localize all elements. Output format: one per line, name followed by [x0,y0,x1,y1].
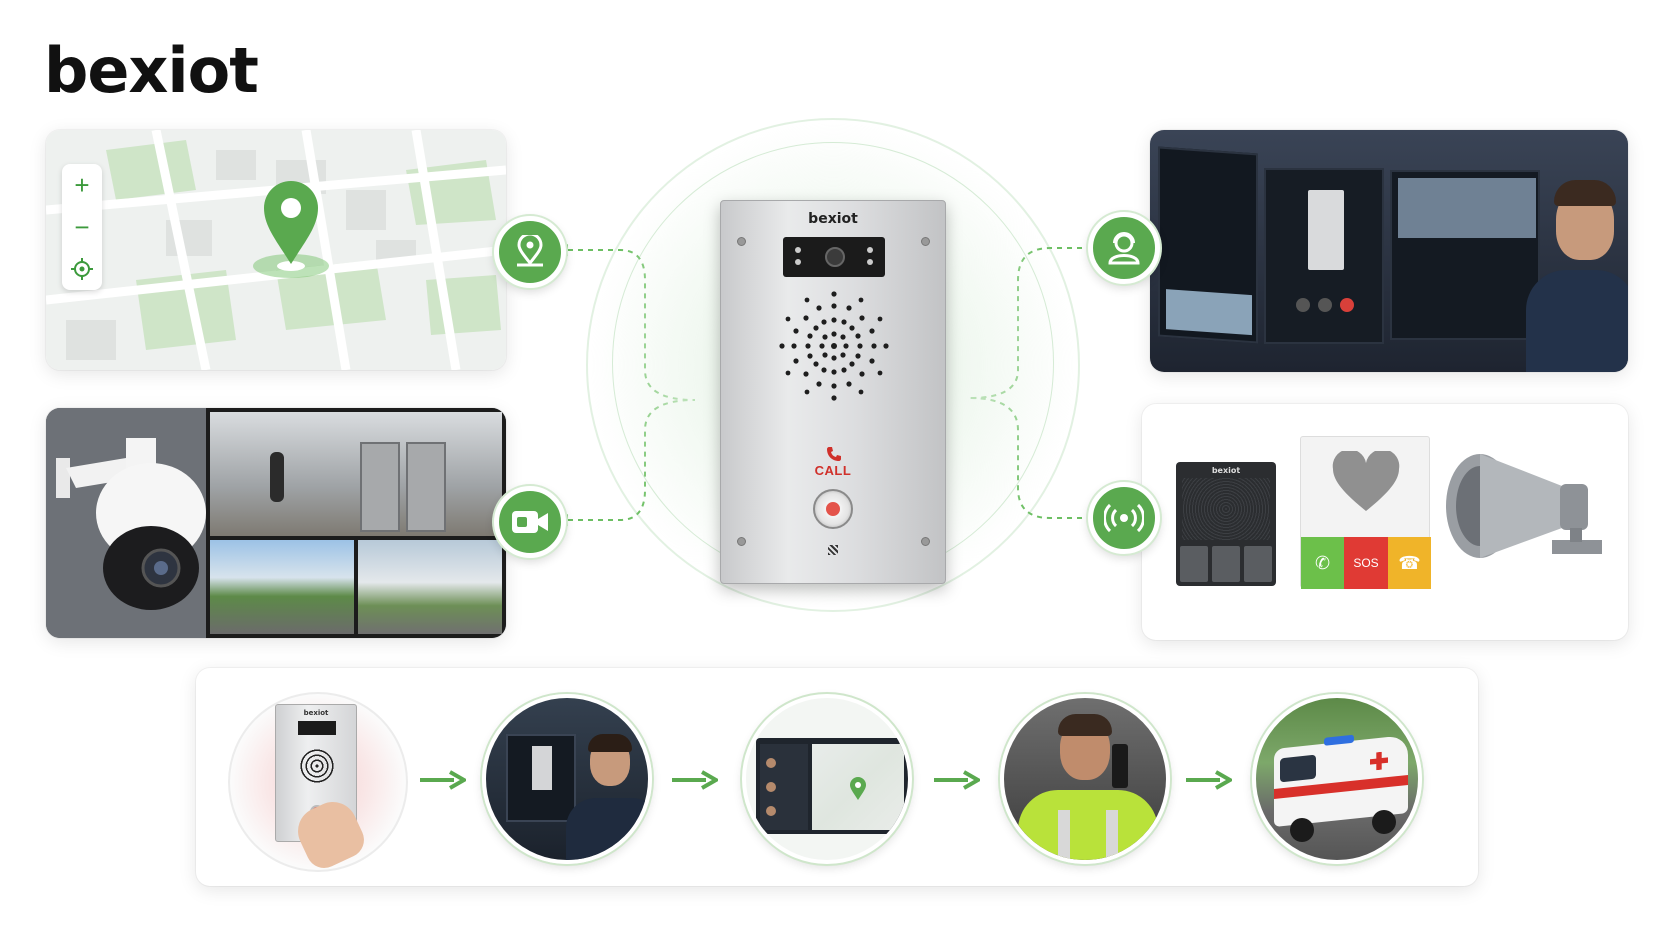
device-brand: bexiot [808,211,858,227]
locate-me-button[interactable] [62,248,102,290]
emergency-intercom-device: bexiot CALL [720,200,946,584]
flow-device-brand: bexiot [303,709,329,717]
flow-map-pin-icon [850,777,866,800]
flow-step-press-call: bexiot [230,694,406,870]
sos-button[interactable]: SOS [1344,537,1388,589]
hi-vis-vest [1018,790,1158,860]
bell-button[interactable] [1212,546,1240,582]
phone-icon [827,447,841,461]
alarm-devices-card: bexiot ✆ SOS ☎ [1142,404,1628,640]
location-pin-icon [517,235,543,267]
video-wall [206,408,506,638]
flow-arrow-3 [934,770,980,790]
broadcast-node[interactable] [1088,482,1160,554]
crosshair-icon [71,258,93,280]
screw [921,237,930,246]
video-feed-corridor [210,412,502,536]
ptz-camera-icon [56,438,206,610]
video-feed-parking [210,540,354,634]
flow-arrow-1 [420,770,466,790]
zoom-in-button[interactable]: + [74,170,90,200]
zoom-out-button[interactable]: − [74,212,90,242]
answer-button[interactable]: ✆ [1301,537,1344,589]
call-button-light [824,500,842,518]
map-card: + − [46,130,506,370]
call-label: CALL [814,463,852,478]
user-headset-icon [1108,232,1140,265]
connector-video [568,399,696,521]
video-camera-icon [512,511,548,533]
video-surveillance-card [46,408,506,638]
map-pin-icon [253,181,329,278]
monitor-left [1158,146,1258,344]
speaker-grille [779,291,889,401]
video-feed-building [358,540,502,634]
speaker-panel: bexiot [1176,462,1276,586]
call-button[interactable] [813,489,853,529]
speaker-brand: bexiot [1211,466,1241,475]
flow-arrow-4 [1186,770,1232,790]
operator-person [1526,180,1628,372]
monitor-center [1264,168,1384,344]
brand-logo: bexiot [44,34,259,107]
camera-module [783,237,885,277]
flow-monitor [506,734,576,822]
hangup-button[interactable]: ☎ [1388,537,1431,589]
megaphone-horn-icon [1446,454,1602,558]
heart-grille-icon [1332,451,1400,511]
monitor-right [1390,170,1540,340]
walkie-talkie [1112,744,1128,788]
flow-map-screen [756,738,908,834]
flow-step-security-guard [1000,694,1170,864]
microphone-hole [828,545,838,555]
screw [921,537,930,546]
screw [737,237,746,246]
flow-arrow-2 [672,770,718,790]
map-zoom-controls: + − [62,164,102,290]
screw [737,537,746,546]
siren-light [1324,734,1354,746]
flow-step-map [742,694,912,864]
broadcast-signal-icon [1104,503,1144,533]
flow-step-ambulance [1252,694,1422,864]
map-view [46,130,506,370]
flow-step-operator [482,694,652,864]
video-node[interactable] [494,486,566,558]
sos-panel: ✆ SOS ☎ [1300,436,1431,589]
operator-console-card [1150,130,1628,372]
location-node[interactable] [494,216,566,288]
operator-node[interactable] [1088,212,1160,284]
